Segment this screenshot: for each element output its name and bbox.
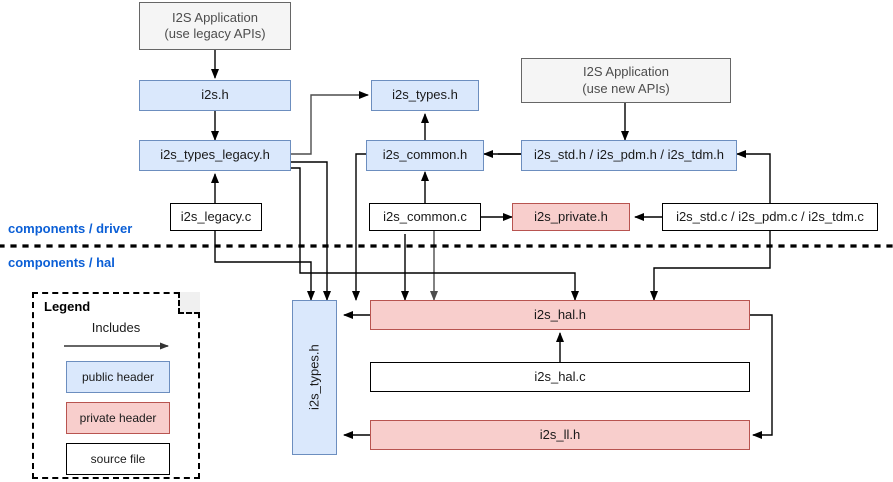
node-app-new-line1: I2S Application xyxy=(582,64,669,80)
node-app-new-line2: (use new APIs) xyxy=(582,80,670,96)
edge-std-c-to-hal-h xyxy=(650,231,771,301)
legend-box: Legend Includes public header private he… xyxy=(32,292,200,479)
node-i2s-std-pdm-tdm-c[interactable]: i2s_std.c / i2s_pdm.c / i2s_tdm.c xyxy=(662,203,878,231)
legend-swatch-source-file: source file xyxy=(66,443,170,475)
node-i2s-h[interactable]: i2s.h xyxy=(139,80,291,111)
edge-types-legacy-to-types-hal xyxy=(291,161,331,301)
edge-types-legacy-long-to-hal xyxy=(291,167,579,301)
node-i2s-types-legacy-h[interactable]: i2s_types_legacy.h xyxy=(139,140,291,171)
node-i2s-types-h-top[interactable]: i2s_types.h xyxy=(371,80,479,111)
legend-includes-arrow-icon xyxy=(64,342,169,350)
node-i2s-hal-h[interactable]: i2s_hal.h xyxy=(370,300,750,330)
edge-hal-h-to-ll-h xyxy=(750,314,773,439)
legend-swatch-public-header: public header xyxy=(66,361,170,393)
node-i2s-hal-c[interactable]: i2s_hal.c xyxy=(370,362,750,392)
node-i2s-common-c[interactable]: i2s_common.c xyxy=(369,203,481,231)
node-app-new[interactable]: I2S Application (use new APIs) xyxy=(521,58,731,103)
node-app-legacy[interactable]: I2S Application (use legacy APIs) xyxy=(139,2,291,50)
node-app-legacy-line1: I2S Application xyxy=(171,9,258,25)
legend-swatch-private-header: private header xyxy=(66,402,170,434)
node-i2s-legacy-c[interactable]: i2s_legacy.c xyxy=(170,203,262,231)
legend-fold-corner-icon xyxy=(178,292,200,314)
legend-includes-label: Includes xyxy=(91,320,141,335)
edge-std-c-to-std-h xyxy=(736,150,771,203)
legend-title: Legend xyxy=(44,299,91,314)
node-i2s-std-pdm-tdm-h[interactable]: i2s_std.h / i2s_pdm.h / i2s_tdm.h xyxy=(521,140,737,171)
node-app-legacy-line2: (use legacy APIs) xyxy=(164,26,266,41)
edge-types-legacy-to-types-top xyxy=(291,91,369,155)
edge-common-h-to-types-hal xyxy=(352,153,366,301)
node-i2s-ll-h[interactable]: i2s_ll.h xyxy=(370,420,750,450)
zone-label-driver: components / driver xyxy=(8,221,133,236)
node-i2s-types-h-hal[interactable]: i2s_types.h xyxy=(292,300,337,455)
zone-label-hal: components / hal xyxy=(8,255,115,270)
node-i2s-private-h[interactable]: i2s_private.h xyxy=(512,203,630,231)
node-i2s-common-h[interactable]: i2s_common.h xyxy=(366,140,484,171)
